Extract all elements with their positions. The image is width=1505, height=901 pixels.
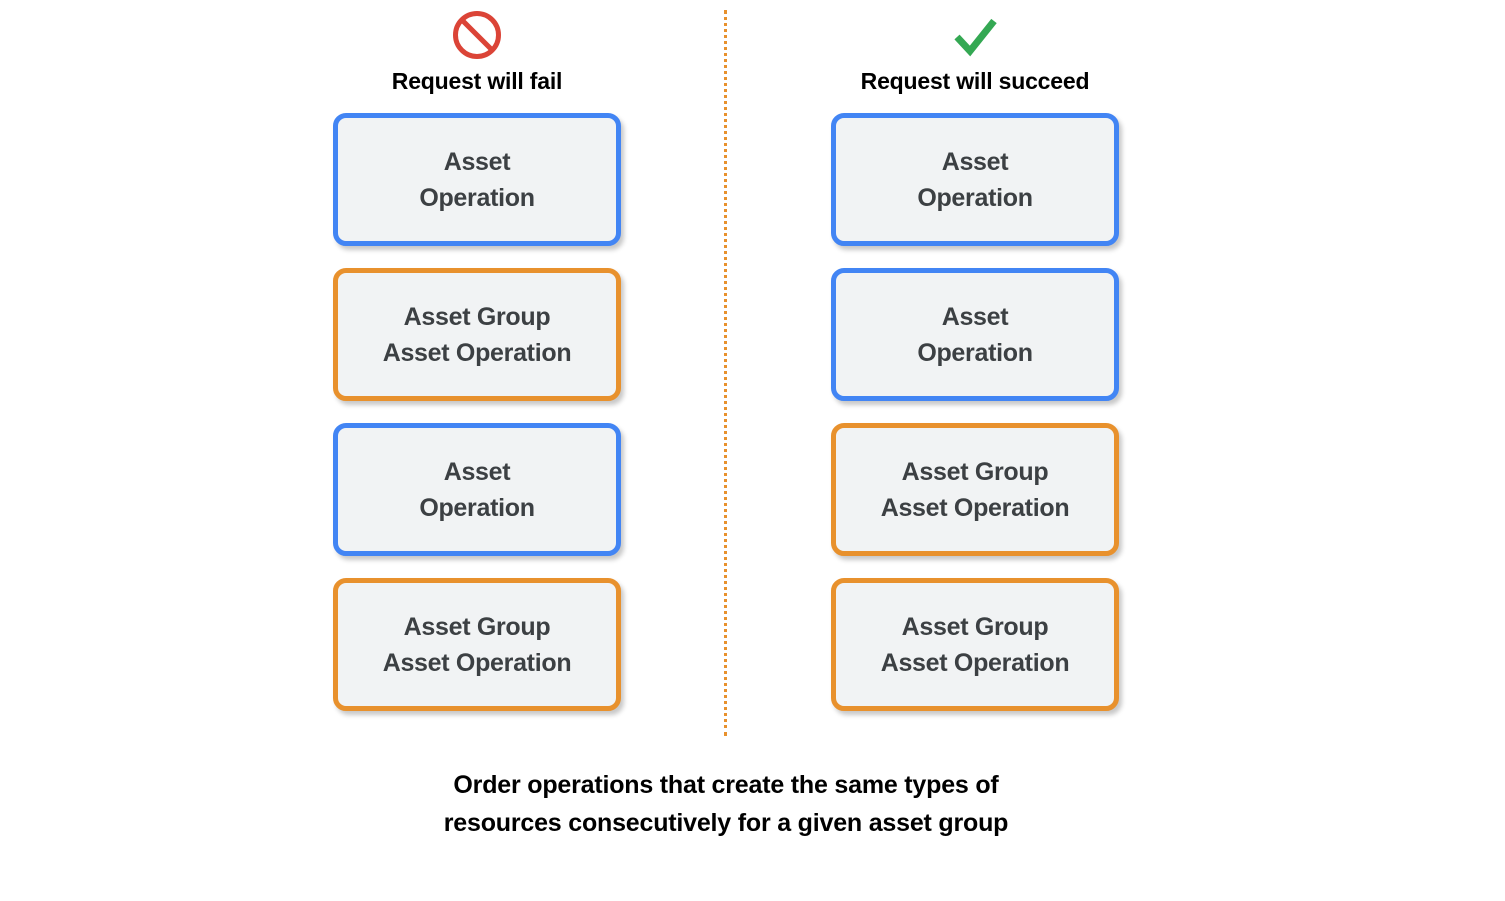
column-title-succeed: Request will succeed [860,68,1090,94]
node-box[interactable]: Asset Operation [333,113,621,246]
node-box[interactable]: Asset Operation [831,268,1119,401]
caption-line-2: resources consecutively for a given asse… [443,809,1009,837]
diagram-caption: Order operations that create the same ty… [0,766,1452,842]
node-label: Asset Group Asset Operation [382,302,572,367]
node-box[interactable]: Asset Operation [333,423,621,556]
node-label: Asset Group Asset Operation [382,612,572,677]
column-title-fail: Request will fail [391,68,563,94]
node-box[interactable]: Asset Group Asset Operation [333,268,621,401]
node-label: Asset Operation [419,457,535,522]
node-box[interactable]: Asset Operation [831,113,1119,246]
node-box[interactable]: Asset Group Asset Operation [831,423,1119,556]
caption-line-1: Order operations that create the same ty… [453,771,999,799]
box-stack-fail: Asset Operation Asset Group Asset Operat… [333,113,623,733]
node-box[interactable]: Asset Group Asset Operation [333,578,621,711]
prohibition-icon [453,11,501,59]
node-label: Asset Operation [419,147,535,212]
node-label: Asset Operation [917,147,1033,212]
node-label: Asset Group Asset Operation [880,457,1070,522]
node-label: Asset Operation [917,302,1033,367]
box-stack-succeed: Asset Operation Asset Operation Asset Gr… [831,113,1121,733]
checkmark-icon [954,18,997,57]
column-divider [724,10,727,736]
column-header-fail: Request will fail [331,8,623,94]
node-label: Asset Group Asset Operation [880,612,1070,677]
column-header-succeed: Request will succeed [829,8,1121,94]
node-box[interactable]: Asset Group Asset Operation [831,578,1119,711]
